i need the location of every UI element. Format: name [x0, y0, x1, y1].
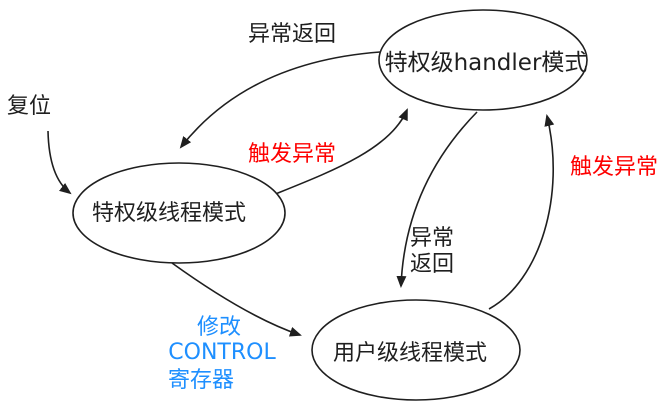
edges — [47, 51, 555, 337]
node-privileged-thread-mode: 特权级线程模式 — [72, 162, 286, 264]
modify-control-line3: 寄存器 — [168, 368, 234, 393]
exception-return-mid-label: 异常 返回 — [410, 226, 454, 277]
exception-return-top-label: 异常返回 — [248, 22, 336, 47]
trigger-exception-left-label: 触发异常 — [248, 142, 336, 167]
trigger-exception-right-label: 触发异常 — [570, 155, 658, 180]
edge-handler-to-privileged-thread — [179, 51, 381, 149]
modify-control-line2: CONTROL — [168, 340, 276, 365]
privileged-thread-mode-label: 特权级线程模式 — [92, 201, 246, 226]
edge-handler-to-user-thread — [396, 111, 478, 288]
user-thread-mode-label: 用户级线程模式 — [333, 341, 487, 366]
edge-privileged-thread-to-handler — [267, 108, 408, 198]
exception-return-mid-line1: 异常 — [410, 226, 454, 251]
privileged-handler-mode-label: 特权级handler模式 — [385, 50, 588, 76]
privileged-thread-mode-ellipse — [72, 162, 286, 264]
reset-label: 复位 — [7, 94, 51, 119]
user-thread-mode-ellipse — [311, 299, 521, 401]
edge-user-thread-to-handler — [488, 114, 555, 310]
modify-control-line1: 修改 — [197, 315, 241, 340]
modify-control-register-label: 修改 CONTROL 寄存器 — [168, 315, 276, 393]
privileged-handler-mode-ellipse — [378, 9, 588, 111]
edge-reset-to-privileged-thread — [47, 130, 72, 195]
exception-return-mid-line2: 返回 — [410, 252, 454, 277]
node-user-thread-mode: 用户级线程模式 — [311, 299, 521, 401]
edge-labels: 复位 异常返回 触发异常 触发异常 异常 返回 修改 CONTROL 寄存器 — [7, 22, 658, 393]
edge-privileged-thread-to-user-thread — [171, 262, 302, 337]
node-privileged-handler-mode: 特权级handler模式 — [378, 9, 588, 111]
